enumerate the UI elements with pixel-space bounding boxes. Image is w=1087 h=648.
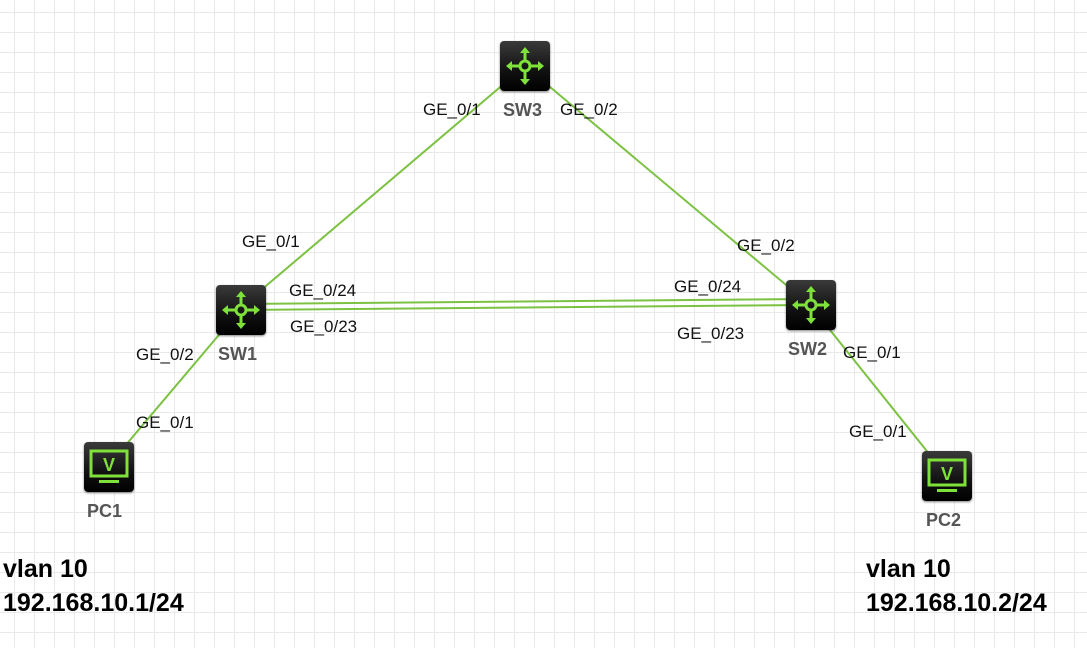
left-ip-note: 192.168.10.1/24	[3, 589, 184, 617]
pc-icon: V	[89, 449, 129, 483]
link-sw1-sw2-ge24[interactable]	[239, 298, 811, 305]
switch-icon	[506, 47, 544, 85]
right-ip-note: 192.168.10.2/24	[866, 589, 1047, 617]
switch-icon	[792, 286, 830, 324]
sw2-device[interactable]	[786, 280, 836, 330]
switch-icon	[222, 291, 260, 329]
port-label-sw3-ge0-2: GE_0/2	[560, 100, 618, 119]
pc1-device[interactable]: V	[84, 442, 134, 492]
sw3-device[interactable]	[500, 41, 550, 91]
port-label-pc2-ge0-1: GE_0/1	[849, 422, 907, 441]
pc2-label: PC2	[926, 510, 962, 530]
port-label-sw3-ge0-1: GE_0/1	[423, 100, 481, 119]
port-label-sw2-ge0-2: GE_0/2	[737, 236, 795, 255]
link-sw1-sw3[interactable]	[239, 65, 526, 309]
port-label-sw1-ge0-1: GE_0/1	[242, 232, 300, 251]
pc1-label: PC1	[87, 501, 123, 521]
right-vlan-note: vlan 10	[866, 555, 951, 583]
link-sw2-pc2[interactable]	[809, 304, 947, 476]
pc2-screen-letter: V	[941, 464, 953, 484]
sw3-label: SW3	[503, 100, 543, 120]
pc2-device[interactable]: V	[922, 451, 972, 501]
sw2-label: SW2	[788, 339, 828, 359]
port-label-sw2-ge0-23: GE_0/23	[677, 324, 745, 343]
sw1-device[interactable]	[216, 285, 266, 335]
port-label-sw2-ge0-1: GE_0/1	[843, 343, 901, 362]
link-sw3-sw2[interactable]	[524, 65, 811, 306]
port-label-sw1-ge0-23: GE_0/23	[290, 317, 358, 336]
left-vlan-note: vlan 10	[3, 555, 88, 583]
link-sw1-sw2-ge23[interactable]	[239, 304, 811, 311]
port-label-pc1-ge0-1: GE_0/1	[136, 413, 194, 432]
port-label-sw2-ge0-24: GE_0/24	[674, 277, 742, 296]
pc-icon: V	[927, 458, 967, 492]
link-sw1-pc1[interactable]	[107, 309, 241, 467]
port-label-sw1-ge0-2: GE_0/2	[136, 345, 194, 364]
sw1-label: SW1	[218, 344, 258, 364]
port-label-sw1-ge0-24: GE_0/24	[289, 281, 357, 300]
pc1-screen-letter: V	[103, 455, 115, 475]
